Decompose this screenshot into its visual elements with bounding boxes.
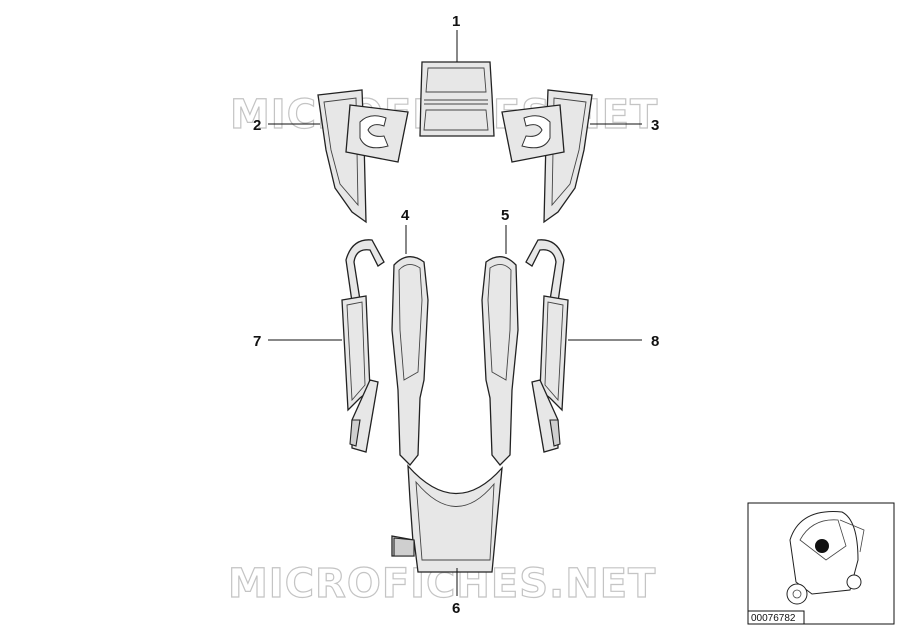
part-2-shape: [317, 89, 409, 224]
part-8-shape: [525, 239, 569, 453]
reference-thumbnail: 00076782: [747, 502, 895, 625]
part-4-shape: [391, 256, 429, 466]
scooter-illustration: [786, 511, 865, 605]
callout-6: 6: [452, 600, 460, 617]
part-1-shape: [419, 61, 495, 137]
callout-2: 2: [253, 117, 261, 134]
callout-4: 4: [401, 207, 410, 224]
callout-8: 8: [651, 333, 659, 350]
part-5-shape: [481, 256, 519, 466]
callout-5: 5: [501, 207, 509, 224]
reference-number: 00076782: [751, 613, 796, 624]
part-3-shape: [501, 89, 593, 224]
part-7-shape: [341, 239, 385, 453]
callout-1: 1: [452, 13, 460, 30]
callout-3: 3: [651, 117, 659, 134]
callout-7: 7: [253, 333, 261, 350]
part-6-shape: [391, 464, 503, 573]
